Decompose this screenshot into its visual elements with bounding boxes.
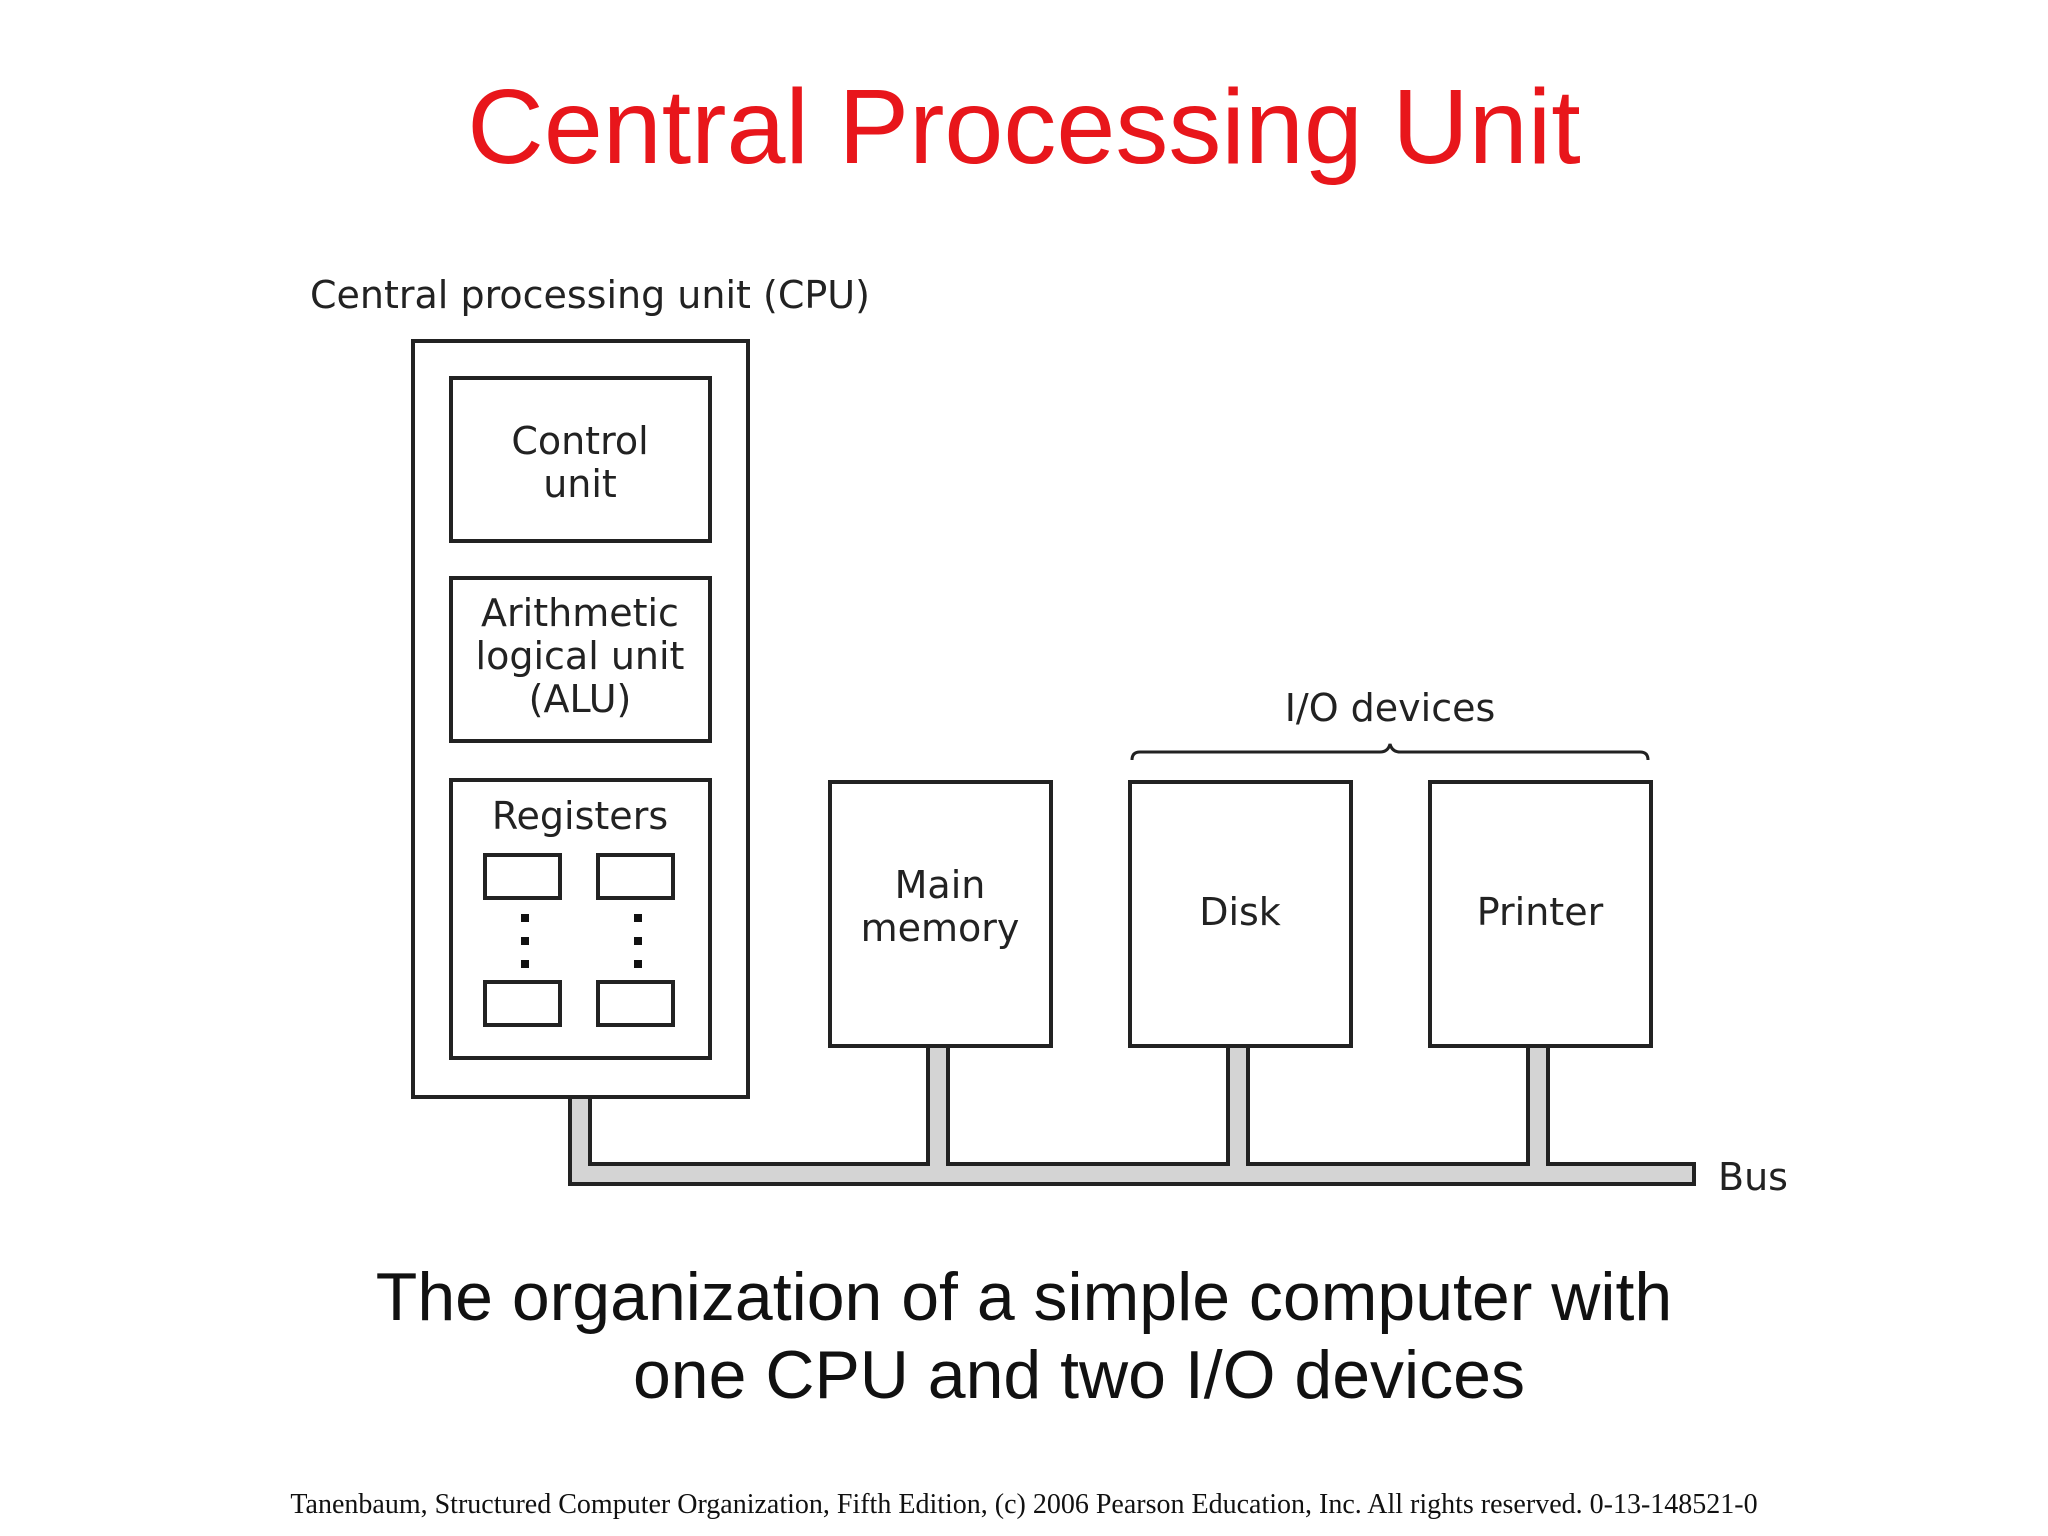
register-cell <box>483 853 562 900</box>
control-unit-label-line1: Control <box>511 419 648 463</box>
bus-label: Bus <box>1718 1155 1788 1199</box>
register-ellipsis-left <box>521 914 529 968</box>
alu-label-line3: (ALU) <box>529 677 632 721</box>
register-ellipsis-right <box>634 914 642 968</box>
register-cell <box>596 853 675 900</box>
control-unit-label-line2: unit <box>543 462 617 506</box>
disk-box <box>1128 780 1353 1048</box>
alu-label-line2: logical unit <box>476 634 685 678</box>
copyright-credit: Tanenbaum, Structured Computer Organizat… <box>290 1489 1758 1520</box>
main-memory-label-line1: Main <box>895 863 986 907</box>
main-memory-label-line2: memory <box>861 906 1020 950</box>
alu-label-line1: Arithmetic <box>481 591 679 635</box>
registers-label: Registers <box>492 794 668 838</box>
disk-label: Disk <box>1199 890 1281 934</box>
control-unit-box <box>449 376 712 543</box>
register-cell <box>596 980 675 1027</box>
main-memory-box <box>828 780 1053 1048</box>
caption-line-2: one CPU and two I/O devices <box>632 1337 1525 1413</box>
io-devices-brace <box>1130 743 1650 761</box>
cpu-label: Central processing unit (CPU) <box>310 273 870 317</box>
slide-title: Central Processing Unit <box>467 68 1581 186</box>
alu-box <box>449 576 712 743</box>
register-cell <box>483 980 562 1027</box>
io-devices-label: I/O devices <box>1285 686 1496 730</box>
diagram-caption: The organization of a simple computer wi… <box>0 1258 2048 1414</box>
printer-label: Printer <box>1477 890 1604 934</box>
caption-line-1: The organization of a simple computer wi… <box>375 1259 1673 1335</box>
printer-box <box>1428 780 1653 1048</box>
